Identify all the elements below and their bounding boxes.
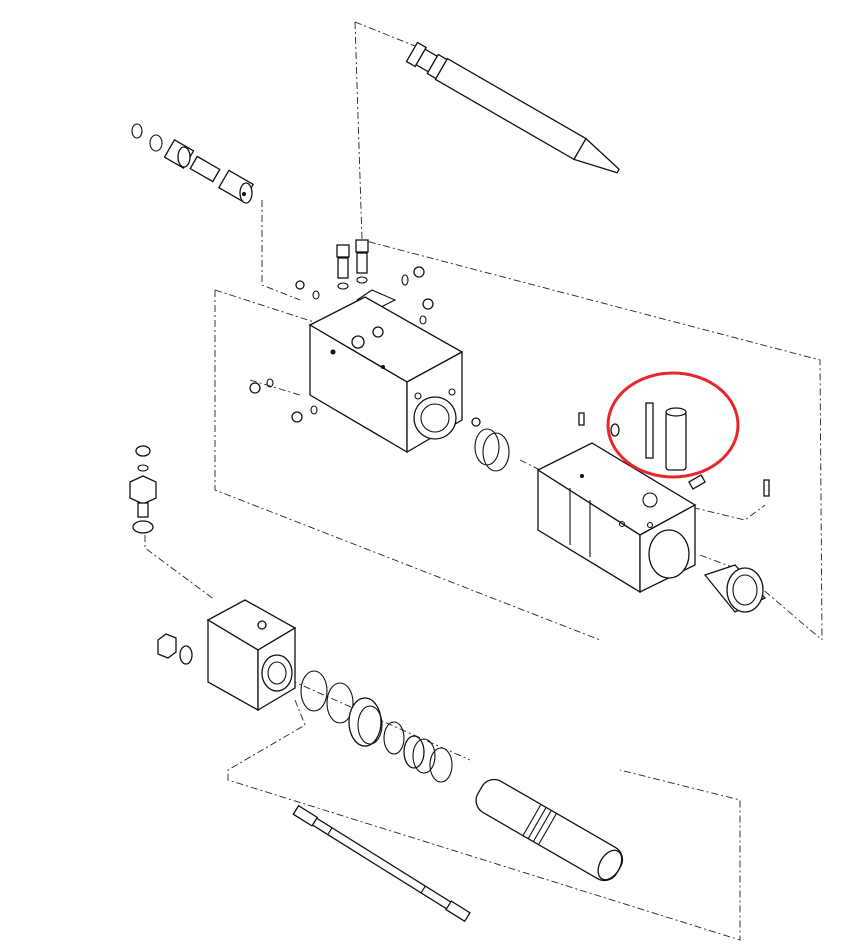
front-head-block (308, 296, 464, 454)
piston (475, 778, 624, 882)
back-head-block (157, 599, 297, 712)
highlight-circle (606, 371, 740, 479)
fittings (249, 239, 434, 423)
bushing (703, 564, 767, 613)
main-cylinder-block (536, 412, 770, 594)
seal-set (300, 670, 453, 783)
retaining-pins (645, 402, 687, 471)
tie-rod (292, 804, 471, 923)
valve-cartridge (131, 123, 255, 204)
guide-lines (144, 21, 823, 941)
plug-fitting (129, 445, 157, 534)
chisel (405, 41, 620, 174)
o-rings-front (471, 417, 510, 472)
